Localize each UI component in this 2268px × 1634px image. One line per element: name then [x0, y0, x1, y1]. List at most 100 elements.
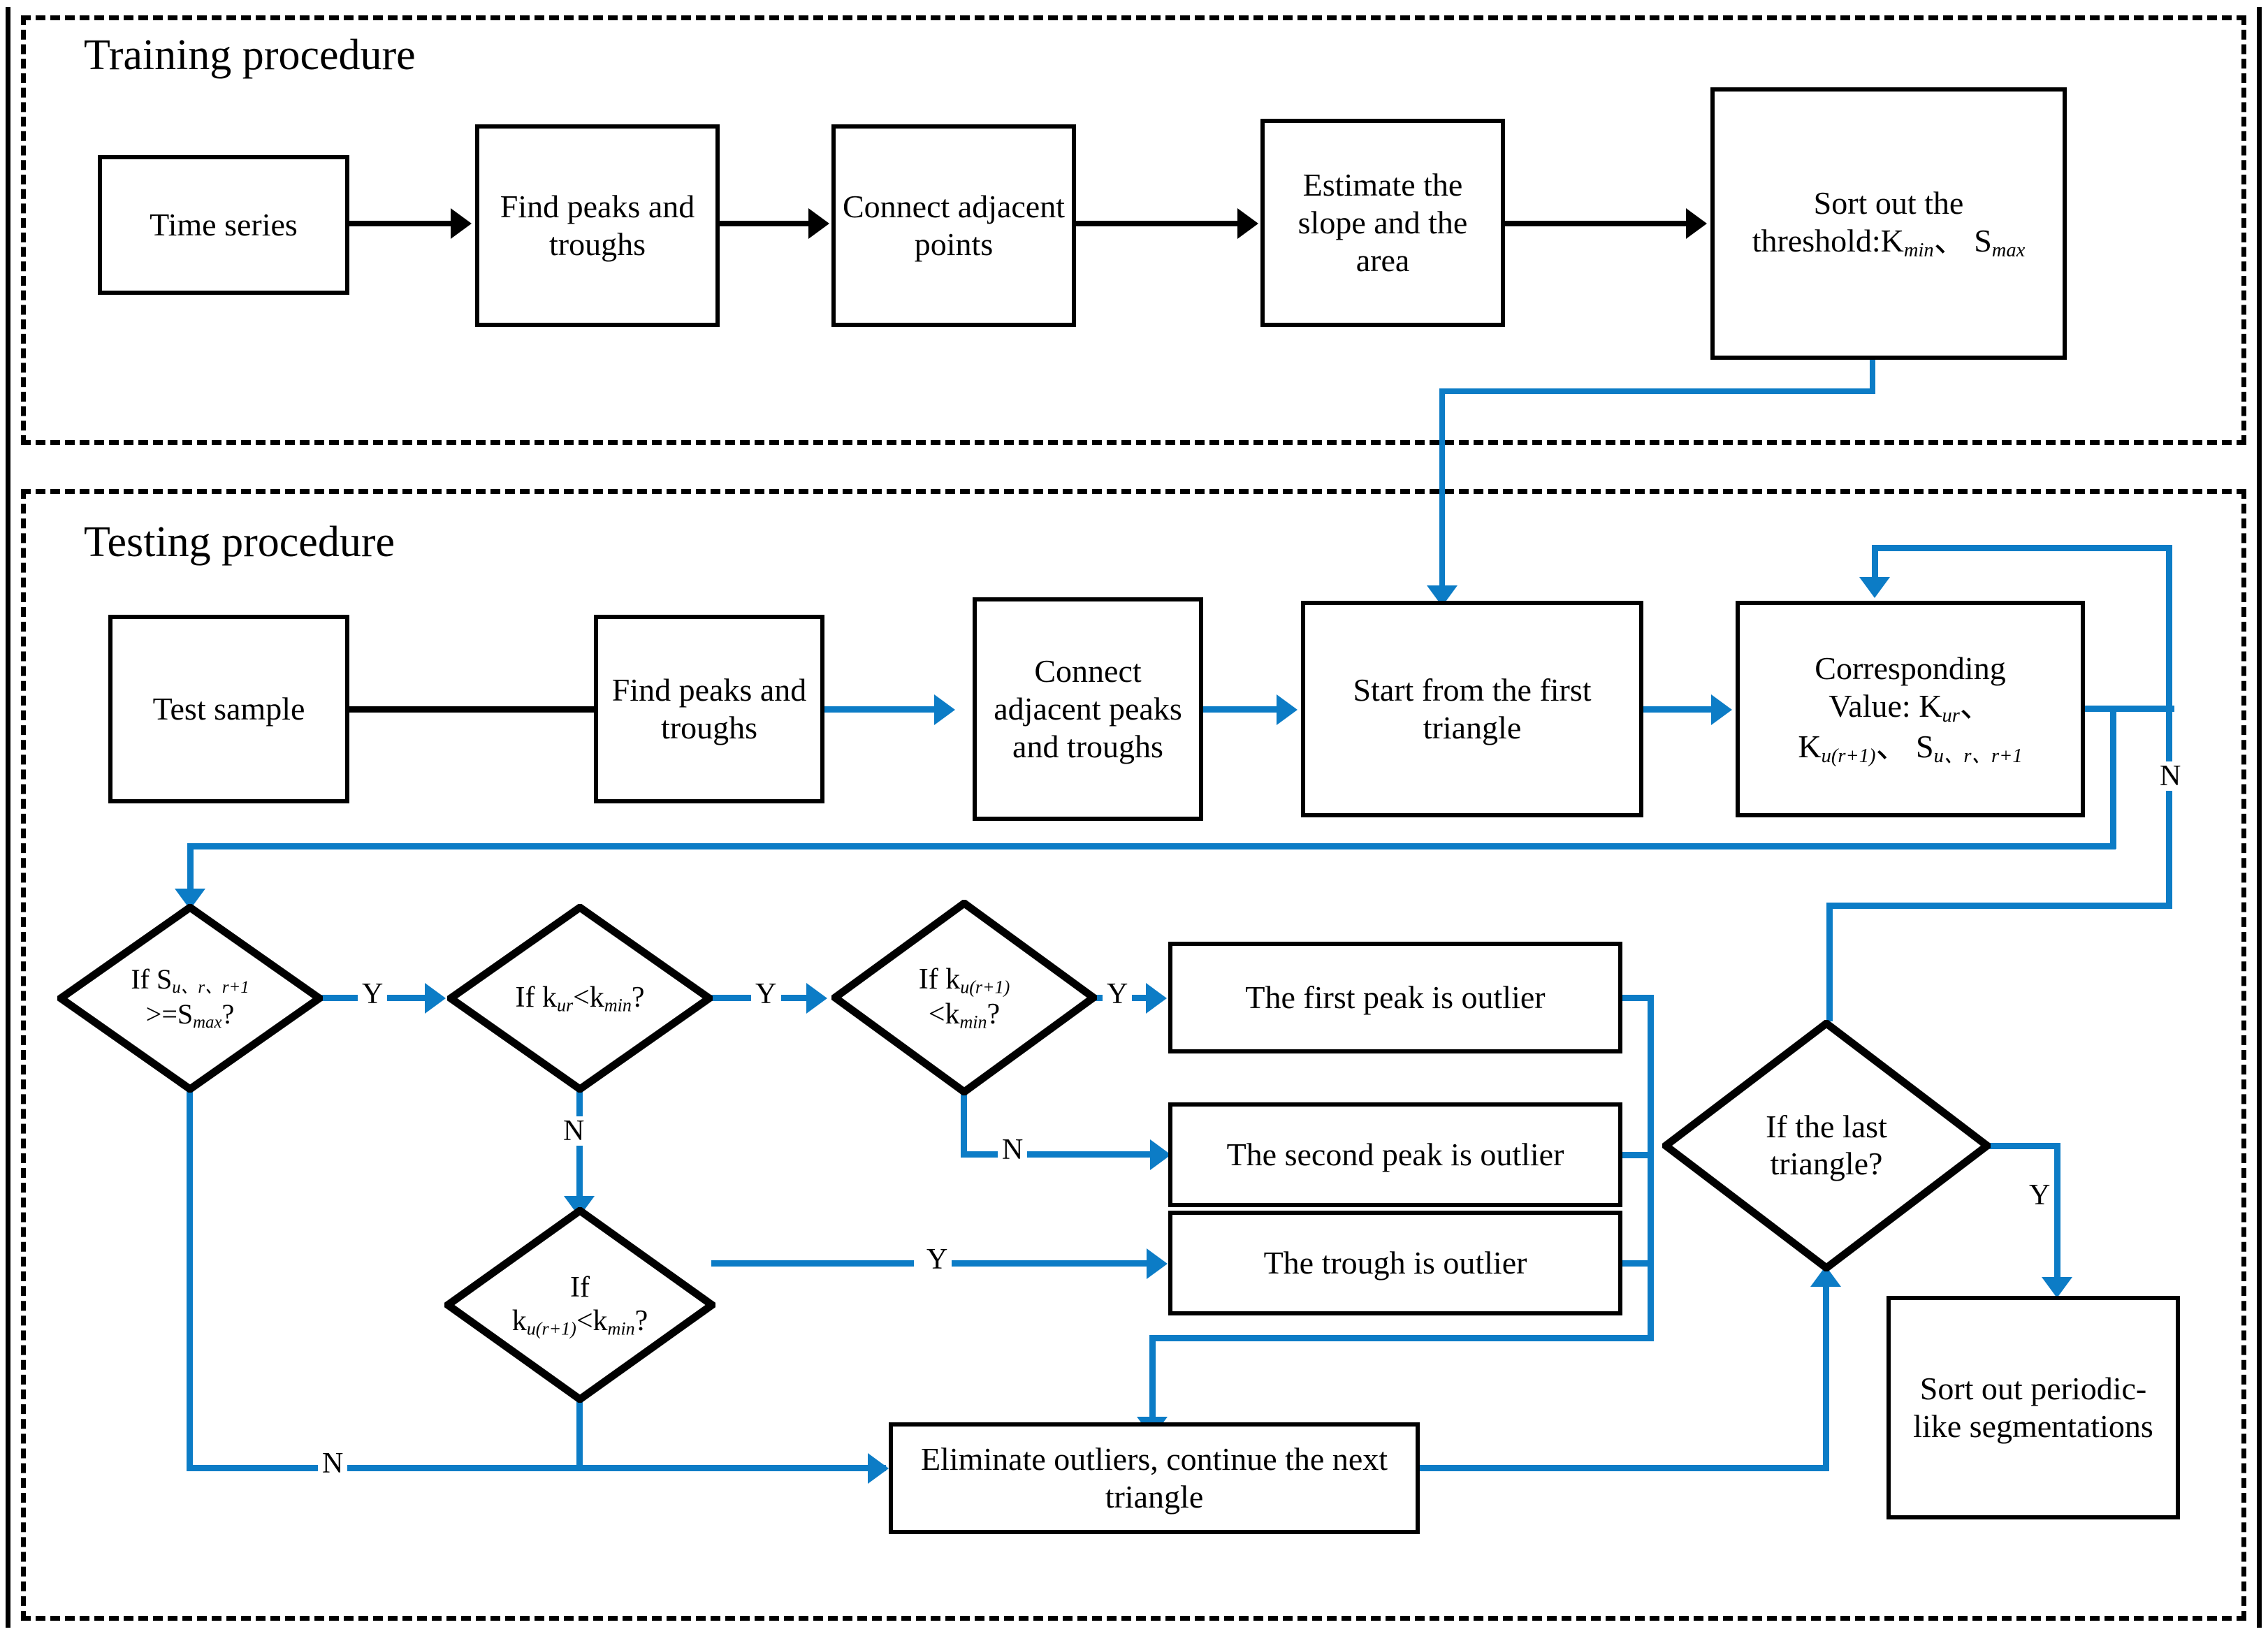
edge-d2-y-arrowhead: [806, 983, 827, 1014]
edge-corresponding-right-to-d1: [187, 843, 2116, 849]
node-estimate-slope-area[interactable]: Estimate the slope and the area: [1260, 119, 1505, 327]
edge-d1-n-right: [187, 1465, 886, 1471]
edge-corresponding-down-to-d1: [187, 843, 194, 898]
node-eliminate-outliers[interactable]: Eliminate outliers, continue the next tr…: [889, 1422, 1420, 1534]
edge-trough-out: [1622, 1260, 1654, 1267]
node-sort-threshold-label: Sort out the threshold:Kmin、 Smax: [1720, 184, 2057, 263]
node-find-peaks-training[interactable]: Find peaks and troughs: [475, 124, 720, 327]
edge-d3-n-right: [961, 1151, 1156, 1158]
node-sort-threshold-line2: threshold:K: [1752, 223, 1904, 259]
diamond-shape-icon: [831, 900, 1097, 1095]
edge-loop-top-arrowhead: [1859, 577, 1890, 598]
corresponding-line1: Corresponding: [1815, 650, 2006, 687]
edge-start-corresponding-arrowhead: [1711, 694, 1732, 725]
node-test-sample-label: Test sample: [152, 690, 305, 727]
node-trough-outlier-label: The trough is outlier: [1263, 1244, 1527, 1281]
node-sort-threshold-mid: 、 S: [1933, 223, 1992, 259]
edge-d5-y-arrowhead: [2042, 1277, 2072, 1298]
training-section: [21, 15, 2246, 445]
node-start-first-triangle[interactable]: Start from the first triangle: [1301, 601, 1643, 817]
edge-firstpeak-out: [1622, 995, 1654, 1001]
edge-connectpeaks-start-arrowhead: [1277, 694, 1297, 725]
edge-d5-y-down: [2054, 1143, 2060, 1283]
edge-secondpeak-out: [1622, 1152, 1654, 1158]
node-sort-periodic-segmentations-label: Sort out periodic-like segmentations: [1913, 1370, 2153, 1444]
node-corresponding-value-label: Corresponding Value: Kur、 Ku(r+1)、 Su、r、…: [1745, 650, 2075, 768]
decision-last-triangle[interactable]: If the last triangle?: [1662, 1020, 1991, 1271]
corresponding-line2a: Value: K: [1829, 688, 1942, 724]
frame-left-rule: [6, 7, 10, 1628]
edge-testsample-findpeaks: [349, 706, 595, 713]
edge-label-y4: Y: [922, 1245, 952, 1274]
diamond-shape-icon: [444, 1207, 715, 1403]
edge-d2-y: [710, 995, 773, 1001]
edge-findpeaks-connect: [720, 221, 810, 226]
node-corresponding-value[interactable]: Corresponding Value: Kur、 Ku(r+1)、 Su、r、…: [1736, 601, 2085, 817]
edge-connect-estimate-arrowhead: [1237, 208, 1258, 239]
node-connect-points-label: Connect adjacent points: [842, 188, 1066, 262]
edge-corresponding-right-down: [2110, 706, 2116, 849]
edge-d1-n-down: [187, 1090, 193, 1471]
edge-d4-y: [711, 1260, 914, 1267]
edge-loop-top-horizontal: [1872, 545, 2172, 551]
edge-loop-right-vertical: [2166, 545, 2172, 908]
edge-label-y2: Y: [751, 979, 781, 1009]
edge-connect-estimate: [1076, 221, 1240, 226]
edge-label-n4: N: [318, 1449, 348, 1478]
node-estimate-slope-area-label: Estimate the slope and the area: [1297, 166, 1468, 279]
edge-label-n-right: N: [2156, 761, 2186, 791]
edge-d5-y-right: [1984, 1143, 2060, 1149]
edge-d4-y-arrowhead: [1147, 1248, 1168, 1279]
corresponding-line2b: 、: [1959, 688, 1992, 724]
edge-loop-right-down-to-d5: [1826, 903, 1833, 1021]
edge-timeseries-findpeaks-arrowhead: [451, 208, 472, 239]
node-first-peak-outlier-label: The first peak is outlier: [1245, 979, 1546, 1015]
edge-estimate-sort-arrowhead: [1686, 208, 1707, 239]
node-find-peaks-testing-label: Find peaks and troughs: [611, 671, 807, 745]
testing-section-title: Testing procedure: [84, 518, 395, 566]
node-time-series[interactable]: Time series: [98, 155, 349, 295]
decision-kur1-kmin[interactable]: If ku(r+1) <kmin?: [831, 900, 1097, 1095]
edge-threshold-to-start-seg2: [1439, 388, 1875, 394]
decision-kur-kmin[interactable]: If kur<kmin?: [447, 904, 713, 1093]
node-sort-threshold-sub-min: min: [1903, 240, 1934, 262]
edge-corresponding-right: [2085, 706, 2174, 712]
node-sort-threshold[interactable]: Sort out the threshold:Kmin、 Smax: [1710, 87, 2067, 360]
edge-eliminate-right: [1420, 1465, 1829, 1471]
edge-outcome-bus-horizontal: [1149, 1335, 1654, 1341]
training-section-title: Training procedure: [84, 31, 416, 79]
edge-label-y1: Y: [358, 979, 388, 1009]
edge-d3-y-arrowhead: [1146, 983, 1167, 1014]
edge-d2-n-down: [576, 1090, 583, 1209]
node-connect-peaks-troughs[interactable]: Connect adjacent peaks and troughs: [973, 597, 1203, 821]
edge-eliminate-up: [1823, 1285, 1829, 1471]
corresponding-line3a: K: [1798, 729, 1822, 765]
node-find-peaks-testing[interactable]: Find peaks and troughs: [594, 615, 824, 803]
decision-area-threshold[interactable]: If Su、r、r+1 >=Smax?: [57, 904, 323, 1093]
edge-timeseries-findpeaks: [349, 221, 453, 226]
node-trough-outlier[interactable]: The trough is outlier: [1168, 1211, 1622, 1315]
node-sort-threshold-sub-max: max: [1991, 240, 2026, 262]
corresponding-line2-sub: ur: [1942, 705, 1960, 727]
edge-d4-y-b: [952, 1260, 1150, 1267]
edge-d1-y-b: [391, 995, 428, 1001]
edge-label-y5: Y: [2025, 1181, 2055, 1210]
node-eliminate-outliers-label: Eliminate outliers, continue the next tr…: [920, 1440, 1388, 1515]
edge-label-n2: N: [998, 1135, 1028, 1165]
edge-d1-n-arrowhead: [868, 1453, 889, 1484]
edge-estimate-sort: [1505, 221, 1688, 226]
edge-outcome-bus-vertical: [1648, 995, 1654, 1341]
edge-findpeaks-connectpeaks: [824, 706, 936, 713]
node-first-peak-outlier[interactable]: The first peak is outlier: [1168, 942, 1622, 1053]
node-second-peak-outlier-label: The second peak is outlier: [1226, 1136, 1564, 1172]
decision-kur1-kmin-second[interactable]: If ku(r+1)<kmin?: [444, 1207, 715, 1403]
edge-connectpeaks-start: [1203, 706, 1279, 713]
edge-findpeaks-connectpeaks-arrowhead: [934, 694, 955, 725]
node-connect-peaks-troughs-label: Connect adjacent peaks and troughs: [994, 652, 1182, 765]
node-test-sample[interactable]: Test sample: [108, 615, 349, 803]
frame-right-rule: [2257, 7, 2262, 1628]
node-second-peak-outlier[interactable]: The second peak is outlier: [1168, 1102, 1622, 1207]
node-sort-periodic-segmentations[interactable]: Sort out periodic-like segmentations: [1887, 1296, 2180, 1519]
node-find-peaks-training-label: Find peaks and troughs: [500, 188, 695, 262]
node-connect-points[interactable]: Connect adjacent points: [831, 124, 1076, 327]
